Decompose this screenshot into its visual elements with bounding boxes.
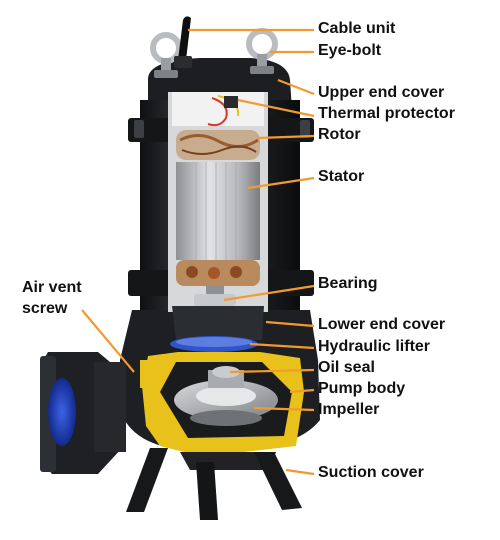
label-air-vent-line2: screw [22, 300, 68, 317]
impeller-part [174, 366, 278, 426]
leader-air-vent-screw [81, 309, 135, 373]
label-air-vent-line1: Air vent [22, 279, 82, 296]
label-eye-bolt: Eye-bolt [318, 42, 382, 59]
label-thermal-protector: Thermal protector [318, 105, 455, 122]
label-suction-cover: Suction cover [318, 464, 424, 481]
leader-lower-end-cover [265, 320, 315, 328]
leader-lines [81, 28, 315, 476]
support-legs [126, 448, 302, 520]
leader-thermal-protector [237, 98, 315, 118]
label-impeller: Impeller [318, 401, 380, 418]
label-lower-end-cover: Lower end cover [318, 316, 446, 333]
leader-bearing [223, 284, 315, 302]
eye-bolt-left [150, 32, 182, 78]
label-cable-unit: Cable unit [318, 20, 396, 37]
label-bearing: Bearing [318, 275, 378, 292]
leader-oil-seal [229, 368, 315, 374]
leader-pump-body [289, 388, 315, 394]
cutaway-interior [168, 92, 268, 352]
label-hydraulic-lifter: Hydraulic lifter [318, 338, 431, 355]
cable-unit [174, 16, 192, 68]
label-oil-seal: Oil seal [318, 359, 375, 376]
leader-suction-cover [285, 468, 315, 476]
label-rotor: Rotor [318, 126, 361, 143]
leader-rotor [257, 134, 315, 140]
leader-impeller [253, 406, 315, 412]
label-pump-body: Pump body [318, 380, 406, 397]
label-upper-end-cover: Upper end cover [318, 84, 445, 101]
leader-stator [247, 176, 315, 190]
discharge-flange [40, 352, 126, 474]
label-stator: Stator [318, 168, 365, 185]
leader-hydraulic-lifter [249, 342, 315, 350]
leader-upper-end-cover [277, 78, 315, 96]
